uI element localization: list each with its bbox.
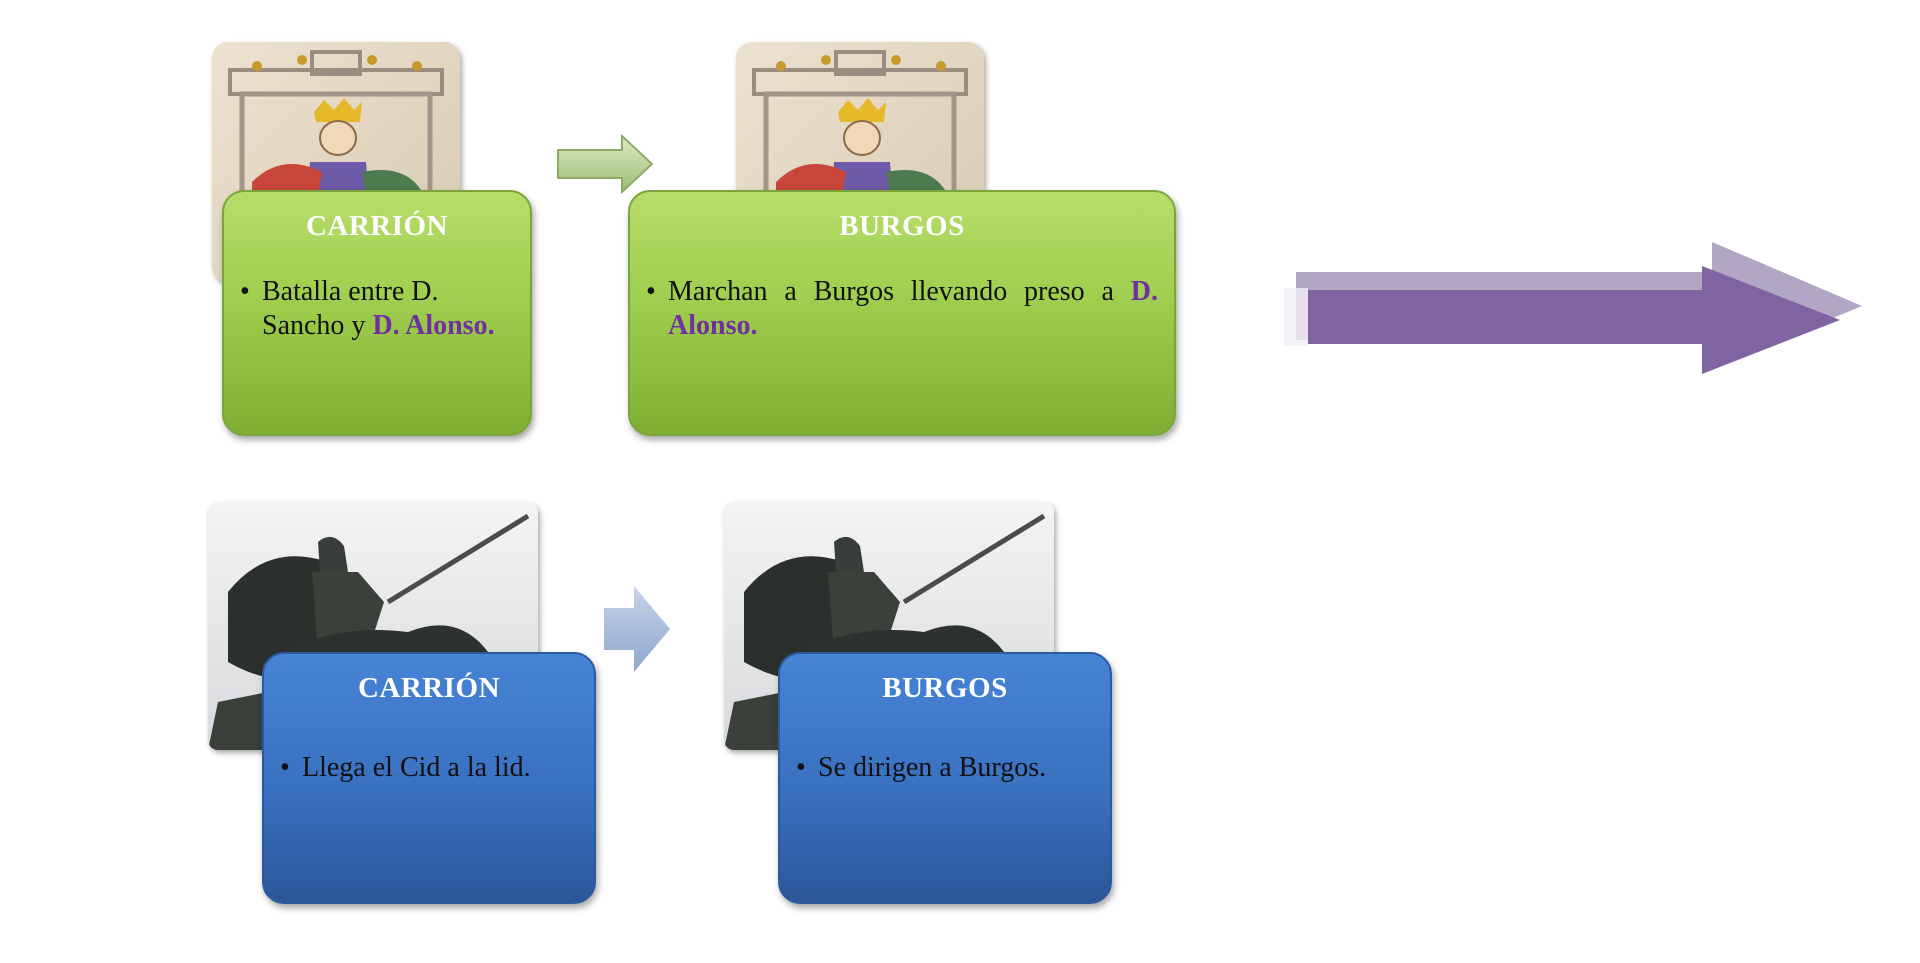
box-text: Se dirigen a Burgos. xyxy=(818,752,1047,783)
small-arrow-green xyxy=(556,134,654,194)
box-title: CARRIÓN xyxy=(305,210,449,242)
box-text: Batalla entre D. Sancho y D. Alonso. xyxy=(262,275,514,343)
bullet-dot: • xyxy=(240,276,250,307)
box-bullet: • Marchan a Burgos llevando preso a D. A… xyxy=(646,275,1158,343)
box-title: BURGOS xyxy=(839,210,965,242)
box-title: CARRIÓN xyxy=(357,672,501,704)
bullet-dot: • xyxy=(646,276,656,307)
box-bullet: • Se dirigen a Burgos. xyxy=(796,751,1094,785)
right-arrow-icon xyxy=(604,586,670,672)
big-arrow-purple xyxy=(1282,240,1864,380)
box-title: BURGOS xyxy=(882,672,1008,704)
burgos-box-top: BURGOS • Marchan a Burgos llevando preso… xyxy=(628,190,1176,436)
box-text: Llega el Cid a la lid. xyxy=(302,752,531,783)
small-arrow-blue xyxy=(604,586,670,672)
box-text-plain: Marchan a Burgos llevando preso a xyxy=(668,276,1131,307)
right-arrow-icon xyxy=(1284,242,1862,374)
carrion-box-top: CARRIÓN • Batalla entre D. Sancho y D. A… xyxy=(222,190,532,436)
box-text-highlight: D. Alonso. xyxy=(668,276,1158,341)
box-text: Marchan a Burgos llevando preso a D. Alo… xyxy=(668,275,1158,343)
burgos-box-bottom: BURGOS • Se dirigen a Burgos. xyxy=(778,652,1112,904)
box-bullet: • Batalla entre D. Sancho y D. Alonso. xyxy=(240,275,514,343)
box-bullet: • Llega el Cid a la lid. xyxy=(280,751,578,785)
bullet-dot: • xyxy=(796,752,806,783)
box-text-highlight: D. Alonso. xyxy=(372,310,495,341)
box-text-plain: Batalla entre D. Sancho y xyxy=(262,276,439,341)
bullet-dot: • xyxy=(280,752,290,783)
carrion-box-bottom: CARRIÓN • Llega el Cid a la lid. xyxy=(262,652,596,904)
right-arrow-icon xyxy=(557,134,654,194)
